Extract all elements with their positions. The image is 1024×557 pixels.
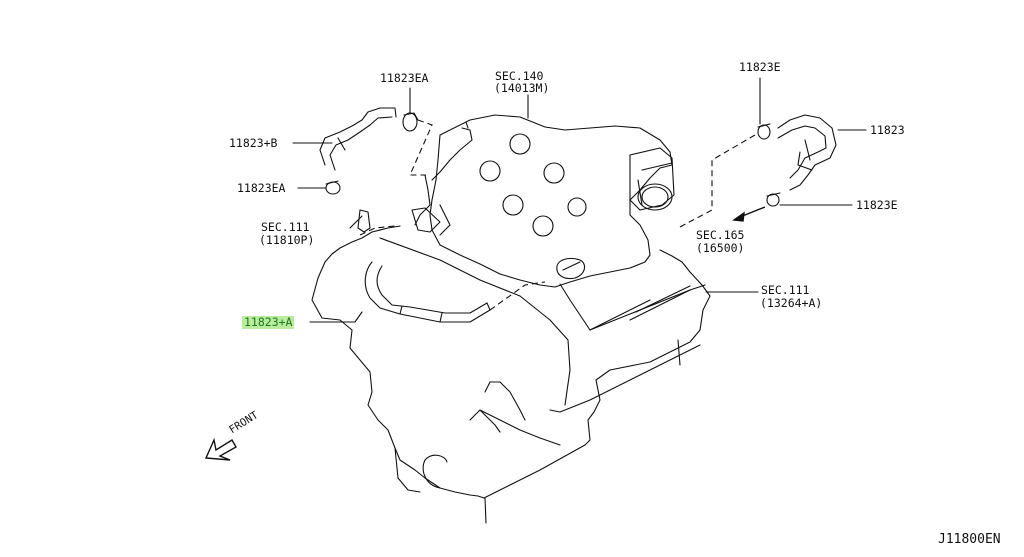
left-bracket [411,207,441,233]
port-6 [532,215,554,237]
port-4 [502,194,524,216]
callout-sec165[interactable]: SEC.165 [696,228,745,242]
block-mid [379,237,571,406]
dashed-link-right [677,134,756,229]
left-pipes [414,121,473,236]
callout-11823E-top[interactable]: 11823E [739,60,781,74]
clamp-11823EA-top [402,112,418,132]
dashed-link-mid [489,281,546,311]
engine-block-outline [311,249,711,499]
throttle-bore [637,183,673,211]
callout-11823A-highlighted[interactable]: 11823+A [242,315,295,329]
callout-11823[interactable]: 11823 [870,123,905,137]
callout-sec111-right-sub: (13264+A) [760,296,823,310]
pulley-circle [422,454,448,489]
oil-pan [469,409,561,524]
hose-11823A [364,261,491,323]
port-5 [567,197,587,217]
clamp-11823E-bottom [766,193,780,207]
valve-cover-ribs [589,285,691,331]
leader-lines [292,77,867,323]
block-front-face [394,447,421,493]
mount-line [677,339,681,366]
port-3 [543,162,565,184]
port-1 [509,133,531,155]
callout-11823E-bottom[interactable]: 11823E [856,198,898,212]
sump-bolt [484,381,526,421]
dashed-link-sec111 [359,225,396,236]
callout-sec111-right[interactable]: SEC.111 [761,283,810,297]
callout-11823EA-top[interactable]: 11823EA [380,71,429,85]
hose-11823B [319,107,396,171]
callout-11823EA-left[interactable]: 11823EA [237,181,286,195]
intake-manifold-outline [429,114,673,288]
diagram-id: J11800EN [938,532,1001,547]
valve-cover-right [559,283,706,331]
callout-sec140-sub: (14013M) [494,81,550,95]
engine-left-side [317,225,401,279]
dashed-link-left [409,119,433,176]
callout-sec111-left-sub: (11810P) [259,233,315,247]
sec111-stud [357,209,371,233]
oil-filler-cap [556,257,586,280]
callout-11823B[interactable]: 11823+B [229,136,278,150]
front-arrow [204,437,237,461]
callout-sec165-sub: (16500) [696,241,745,255]
block-right-lower [549,344,701,413]
hose-11823 [777,114,837,191]
callout-sec111-left[interactable]: SEC.111 [261,220,310,234]
port-2 [479,160,501,182]
callout-sec140[interactable]: SEC.140 [495,69,544,83]
